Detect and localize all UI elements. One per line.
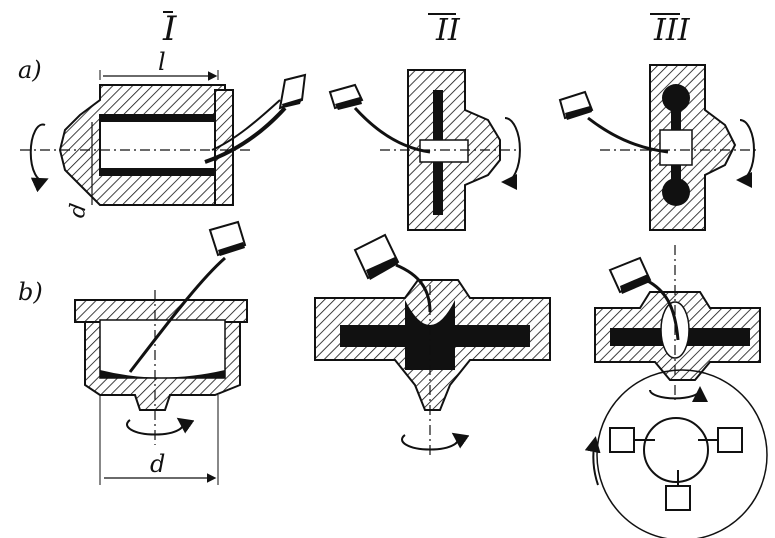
dim-length-label: l <box>158 48 166 76</box>
column-label-1: I <box>162 9 177 49</box>
mould-b2 <box>314 233 551 455</box>
dim-diameter-b-label: d <box>150 450 165 478</box>
mould-b1: d <box>74 220 248 485</box>
row-label-b: b) <box>18 278 43 306</box>
dim-diameter-a-label: d <box>65 202 92 220</box>
column-label-2: II <box>435 13 461 48</box>
mould-a2 <box>328 69 521 231</box>
row-label-a: a) <box>18 56 42 84</box>
mould-b3 <box>584 245 768 538</box>
mould-a1: l d <box>20 48 307 220</box>
mould-a3 <box>558 64 760 231</box>
column-label-3: III <box>653 13 691 48</box>
